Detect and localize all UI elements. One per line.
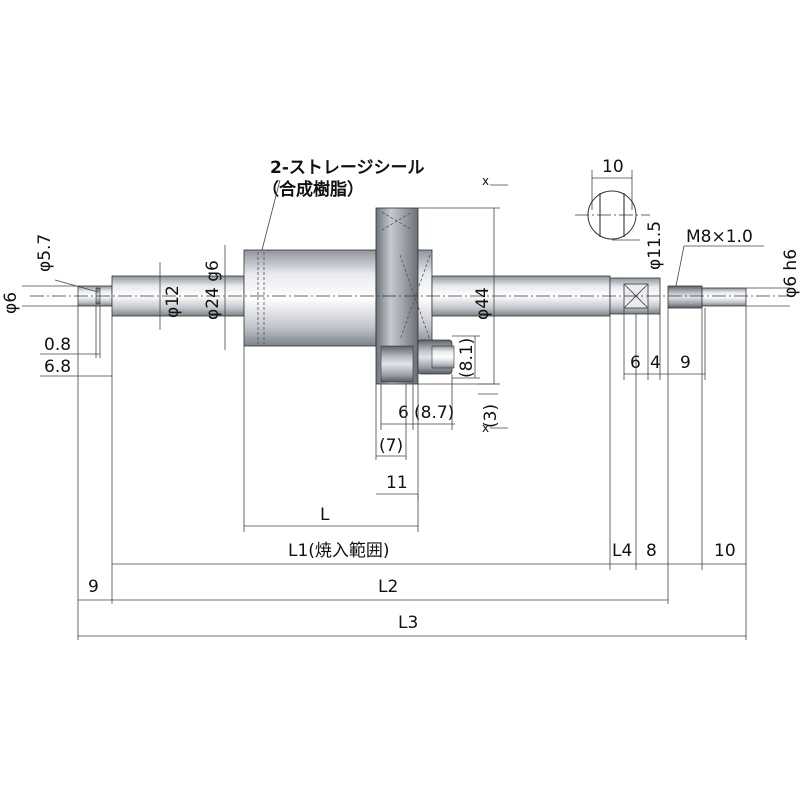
dim-6-h6: φ6 h6 bbox=[781, 249, 800, 298]
dim-L: L bbox=[320, 505, 330, 525]
dim-L1: L1(焼入範囲) bbox=[288, 541, 390, 561]
dim-11-5: φ11.5 bbox=[645, 221, 665, 270]
dim-5-7: φ5.7 bbox=[35, 234, 55, 272]
dim-L4: L4 bbox=[612, 541, 632, 561]
dim-0-8: 0.8 bbox=[44, 335, 71, 355]
seal-material-label: （合成樹脂） bbox=[262, 179, 364, 200]
dim-4-right: 4 bbox=[650, 353, 661, 373]
dim-6-right: 6 bbox=[630, 353, 641, 373]
dim-8-right: 8 bbox=[646, 541, 657, 561]
dim-9-right: 9 bbox=[680, 353, 691, 373]
dim-m8: M8×1.0 bbox=[686, 227, 753, 247]
section-marker-top: x bbox=[482, 174, 489, 188]
dim-44: φ44 bbox=[473, 287, 493, 320]
right-journal bbox=[701, 287, 747, 307]
dim-8-1: (8.1) bbox=[457, 338, 477, 378]
seal-label: 2-ストレージシール bbox=[270, 158, 425, 178]
section-marker-bottom: x bbox=[482, 421, 489, 435]
dim-6-left: φ6 bbox=[1, 292, 21, 314]
dim-6-flange: 6 bbox=[398, 403, 409, 423]
flange-bolt-hole bbox=[380, 345, 414, 383]
dim-6-8: 6.8 bbox=[44, 357, 71, 377]
dim-section-10: 10 bbox=[602, 157, 624, 177]
nut-spigot bbox=[417, 249, 433, 347]
dim-3: (3) bbox=[481, 404, 501, 428]
dim-11: 11 bbox=[386, 473, 408, 493]
dim-L3: L3 bbox=[398, 613, 418, 633]
section-view: 10 φ11.5 bbox=[575, 157, 665, 270]
dim-12: φ12 bbox=[163, 285, 183, 318]
left-shaft bbox=[111, 275, 245, 317]
dim-8-7: (8.7) bbox=[414, 403, 454, 423]
dim-L2: L2 bbox=[378, 577, 398, 597]
dim-9-left: 9 bbox=[88, 577, 99, 597]
dim-24-g6: φ24 g6 bbox=[203, 260, 223, 320]
dim-10-right: 10 bbox=[714, 541, 736, 561]
dim-7: (7) bbox=[379, 436, 403, 456]
thread-end bbox=[667, 285, 703, 309]
